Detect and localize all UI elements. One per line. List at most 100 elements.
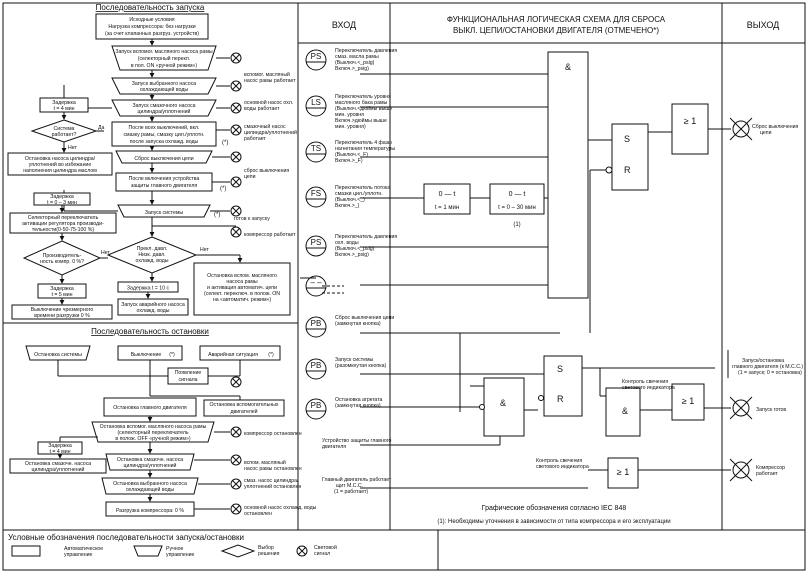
- legend-title: Условные обозначения последовательности …: [8, 533, 244, 542]
- step-text: Остановка вспомог. масляного насоса рамы: [100, 424, 207, 430]
- output-label: Запуск готов: [756, 407, 786, 413]
- step-emergency-water-pump: [117, 298, 189, 316]
- initial-conditions-box: [95, 13, 209, 40]
- signal-lamp-icon: [230, 376, 242, 388]
- step-text: После включения устройства: [129, 175, 200, 182]
- input-label: (разомкнутая кнопка): [335, 363, 386, 369]
- input-label: Главный двигатель работает: [322, 476, 392, 483]
- legend-label: управление: [166, 552, 194, 558]
- step-signal-appears: [167, 367, 209, 385]
- signal-lamp-icon: [230, 102, 242, 114]
- timer-1min: [423, 183, 471, 215]
- step-text: времени разгрузки 0 %: [34, 313, 90, 319]
- step-text: Сброс выключения цепи: [134, 156, 193, 162]
- step-text: наполнения цилиндра маслом: [23, 168, 97, 174]
- delay-text: Задержка: [48, 443, 72, 449]
- legend-label: Автоматическое: [64, 546, 103, 552]
- signal-lamp-icon: [230, 124, 242, 136]
- signal-lamp-icon: [230, 176, 242, 188]
- star-mark: (*): [220, 186, 226, 192]
- instrument-circle-icon: [305, 316, 327, 338]
- instrument-circle-icon: [305, 398, 327, 420]
- step-text: Остановка насоса цилиндра/: [25, 156, 96, 162]
- startup-sequence: Исходные условия Нагрузка компрессора: б…: [7, 13, 297, 320]
- step-stop-frame-oil-pump: [91, 421, 215, 443]
- logic-title-line-1: ФУНКЦИОНАЛЬНАЯ ЛОГИЧЕСКАЯ СХЕМА ДЛЯ СБРО…: [447, 15, 666, 24]
- step-cylinder-lube-pump: [111, 99, 217, 117]
- signal-lamp-icon: [230, 426, 242, 438]
- instrument-circle-icon: [305, 186, 327, 208]
- step-text: После всех выключений, вкл.: [129, 124, 200, 131]
- step-note: цилиндра/уплотнений: [244, 129, 297, 136]
- output-label: работает: [756, 471, 778, 477]
- step-text: Остановка смазочн. насоса: [117, 457, 183, 463]
- step-text: на «автоматич. режим»): [213, 297, 272, 303]
- and-gate-lower: [483, 377, 525, 437]
- step-text: Остановка выбранного насоса: [113, 481, 187, 487]
- step-text: Запуск смазочного насоса: [132, 103, 195, 109]
- gate-label: R: [557, 394, 564, 404]
- step-text: в полож. OFF «ручной режим»): [115, 435, 190, 442]
- step-text: Появление: [175, 370, 202, 376]
- step-note: компрессор остановлен: [244, 431, 302, 437]
- input-label: (1 = работает): [334, 489, 368, 495]
- decision-branch: Да: [98, 125, 105, 131]
- step-stop-cylinder-pump: [7, 152, 113, 176]
- legend-label: Ручное: [166, 546, 184, 552]
- legend-decision-symbol: [220, 544, 256, 558]
- input-label: двигателя: [322, 444, 346, 450]
- or-gate-2: [671, 383, 705, 421]
- legend-label: решения: [258, 551, 280, 557]
- signal-lamp-icon: [729, 117, 753, 141]
- step-note: уплотнений остановлен: [244, 483, 301, 490]
- output-label: цепи: [760, 130, 772, 136]
- legend-label: Выбор: [258, 545, 274, 551]
- input-label: Устройство защиты главного: [322, 437, 392, 444]
- output-header: ВЫХОД: [747, 20, 780, 30]
- step-text: Запуск системы: [145, 210, 184, 216]
- input-label: Сброс выключения цепи: [335, 315, 394, 321]
- decision-text: Низк. давл.: [138, 252, 165, 258]
- instrument-tag: PS: [311, 52, 322, 61]
- delay-text: Задержка t = 10 с: [127, 286, 170, 292]
- gate-label: ≥ 1: [684, 116, 696, 126]
- legend-label: Световой: [314, 544, 337, 551]
- logic-note: светового индикатора: [536, 464, 589, 470]
- step-note: основной насос охлажд. воды: [244, 504, 317, 511]
- input-label: Переключатель давления: [335, 234, 397, 240]
- delay-text: Задержка: [52, 100, 76, 106]
- input-item: – –: [305, 275, 327, 297]
- input-label: нагнетания температуры: [335, 146, 395, 152]
- input-label: (Выключ.<_psig): [335, 246, 375, 252]
- input-label: Включ.>_F): [335, 158, 363, 164]
- step-text: цилиндра/уплотнений: [124, 462, 177, 469]
- step-stop-lube-pump-left: [9, 458, 107, 474]
- star-mark: (*): [268, 352, 274, 358]
- gate-label: ≥ 1: [617, 467, 629, 477]
- input-label: (замкнутая кнопка): [335, 403, 381, 409]
- output-label: Компрессор: [756, 465, 785, 471]
- timer-note: (1): [513, 222, 520, 228]
- instrument-circle-icon: [305, 235, 327, 257]
- input-label: Переключатель давления: [335, 48, 397, 54]
- instrument-tag: PB: [311, 319, 322, 328]
- step-text: (селекторный перекл.: [138, 55, 191, 62]
- input-label: Переключатель потока: [335, 185, 390, 191]
- gate-label: &: [565, 62, 571, 72]
- section-headers: Последовательность запуска ВХОД ФУНКЦИОН…: [8, 3, 779, 542]
- step-text: цилиндра/уплотнений: [32, 466, 85, 473]
- step-text: уплотнений во избежание: [29, 161, 92, 168]
- signal-lamp-icon: [729, 458, 753, 482]
- input-label: масляного бака рамы: [335, 100, 388, 106]
- input-label: (замкнутая кнопка): [335, 321, 381, 327]
- step-text: активации регулятора производи-: [22, 221, 104, 227]
- input-label: Остановка агрегата: [335, 397, 382, 403]
- step-note: цепи: [244, 174, 256, 180]
- frame: [2, 2, 806, 571]
